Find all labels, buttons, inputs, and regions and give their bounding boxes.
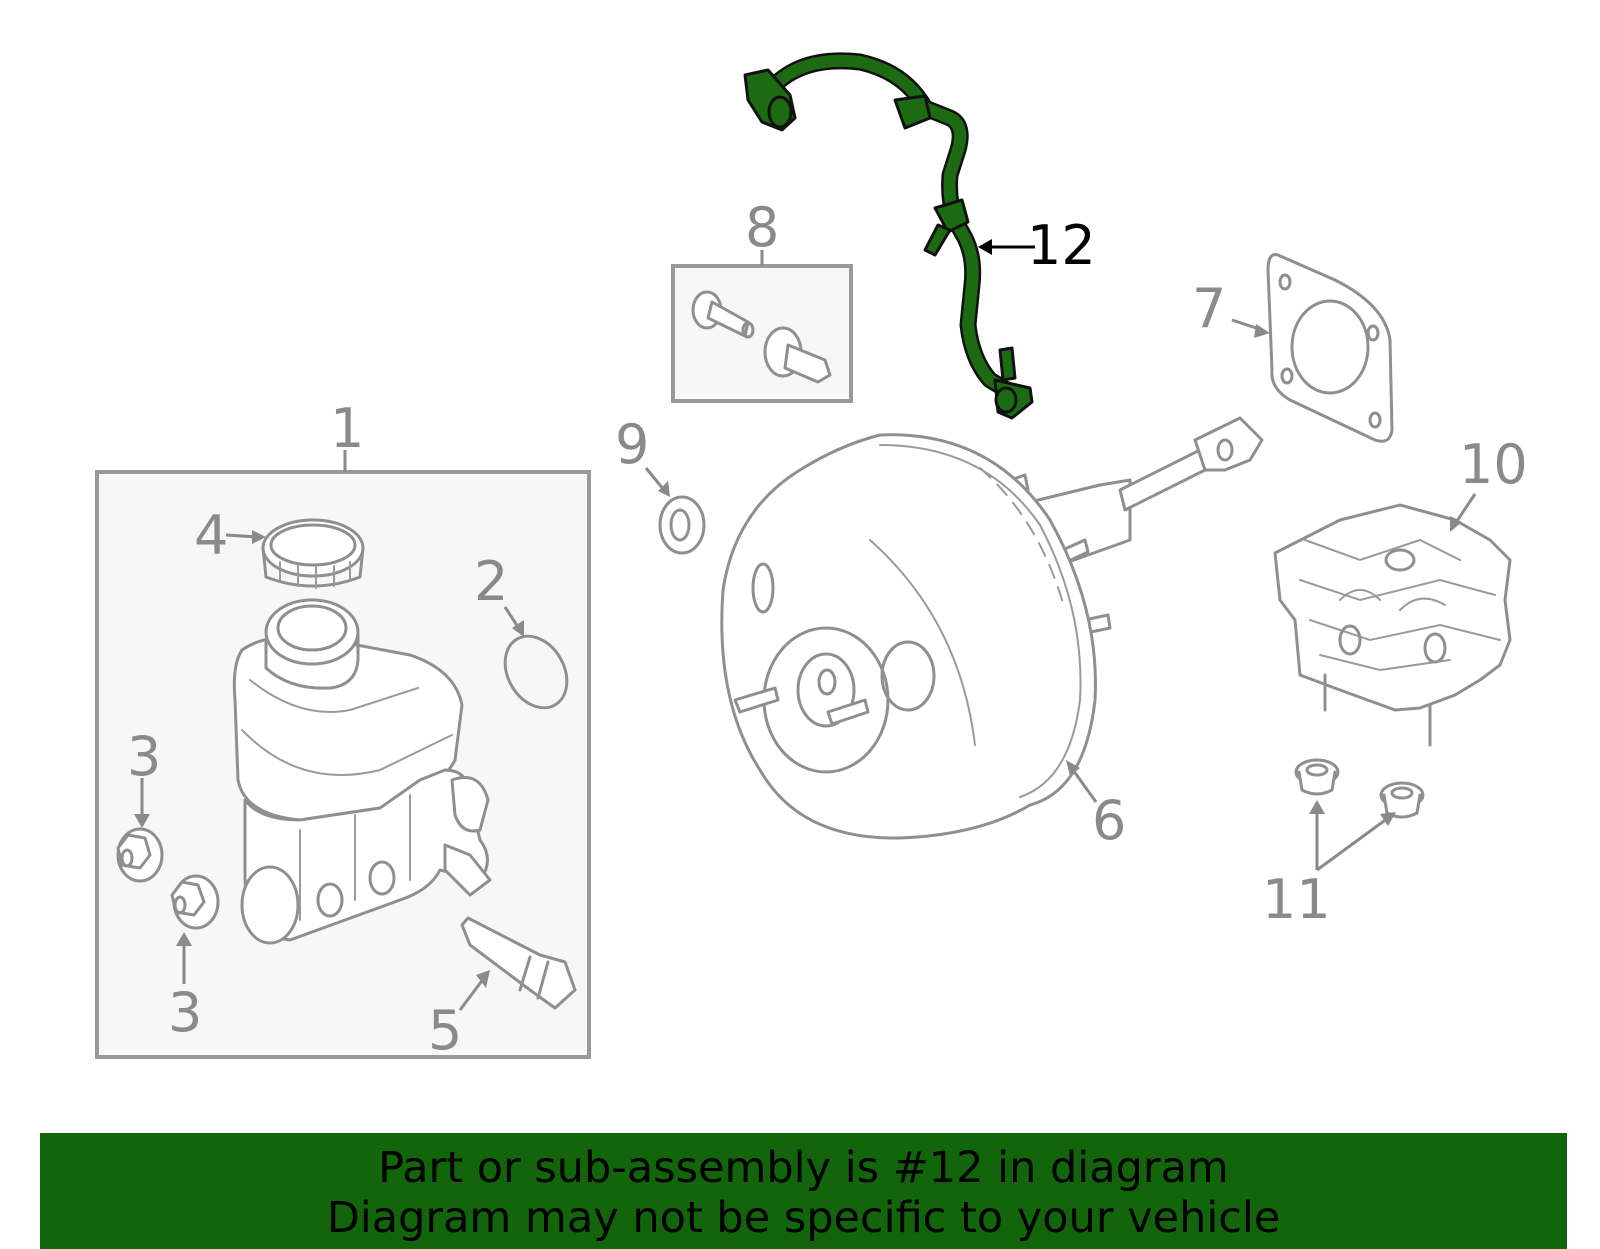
master-cylinder-body[interactable] [232,598,492,945]
callout-12: 12 [1027,214,1096,277]
callout-1: 1 [330,397,364,460]
info-banner: Part or sub-assembly is #12 in diagram D… [40,1133,1567,1249]
callout-8: 8 [745,196,779,259]
callout-5: 5 [428,999,462,1062]
gasket[interactable] [1266,253,1394,443]
pressure-sensor[interactable] [460,916,577,1010]
o-ring[interactable] [493,625,579,719]
callout-3-lower: 3 [168,981,202,1044]
callout-7: 7 [1192,277,1226,340]
callout-2: 2 [474,550,508,613]
leader-9 [644,467,666,491]
module-nut-right[interactable] [1379,781,1425,819]
nut-lower[interactable] [170,874,220,930]
callout-6: 6 [1092,789,1126,852]
leader-11 [1315,812,1389,872]
master-cylinder-group [95,450,591,1059]
callout-9: 9 [615,413,649,476]
leader-6 [1071,769,1098,803]
callout-10: 10 [1459,433,1528,496]
pin-bolt[interactable] [691,290,755,339]
banner-line-disclaimer: Diagram may not be specific to your vehi… [326,1193,1281,1243]
fastener-kit-group [671,250,853,403]
brake-booster[interactable] [720,416,1264,840]
banner-line-part: Part or sub-assembly is #12 in diagram [378,1143,1229,1193]
clip-retainer[interactable] [763,326,832,384]
leader-10 [1453,493,1477,525]
reservoir-cap[interactable] [261,518,365,589]
nut-upper[interactable] [116,827,164,883]
vacuum-hose-highlighted[interactable] [743,52,1034,420]
seal-ring[interactable] [658,495,706,555]
leader-5 [458,977,486,1011]
callout-3-upper: 3 [127,725,161,788]
abs-module[interactable] [1273,503,1512,747]
module-nut-left[interactable] [1294,758,1340,796]
callout-11: 11 [1262,868,1331,931]
callout-4: 4 [194,504,228,567]
group-8-box [671,264,853,403]
